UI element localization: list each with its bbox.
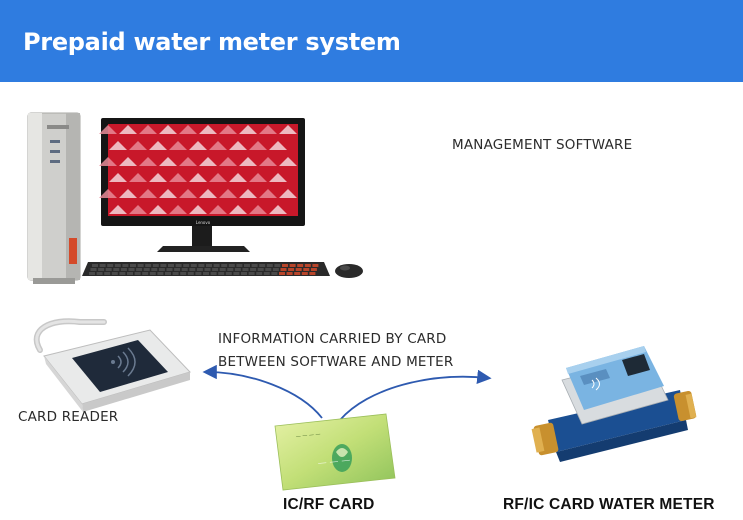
arrow-card-to-reader xyxy=(202,364,323,419)
management-software-label: MANAGEMENT SOFTWARE xyxy=(452,137,633,153)
keyboard xyxy=(82,262,330,276)
flow-text-line2: BETWEEN SOFTWARE AND METER xyxy=(218,354,454,370)
monitor-brand: Lenovo xyxy=(196,220,211,225)
svg-text:— — — —: — — — — xyxy=(296,431,321,440)
arrow-card-to-meter xyxy=(339,369,492,421)
pc-tower xyxy=(27,112,81,284)
card-reader-label: CARD READER xyxy=(18,409,119,425)
svg-text:— — —: — — — xyxy=(317,456,351,469)
ic-card-label: IC/RF CARD xyxy=(283,496,375,513)
flow-text-line1: INFORMATION CARRIED BY CARD xyxy=(218,331,447,347)
page-title: Prepaid water meter system xyxy=(23,28,401,56)
water-meter-label: RF/IC CARD WATER METER xyxy=(503,496,715,513)
monitor: Lenovo xyxy=(99,118,305,252)
title-banner: Prepaid water meter system xyxy=(0,0,743,82)
